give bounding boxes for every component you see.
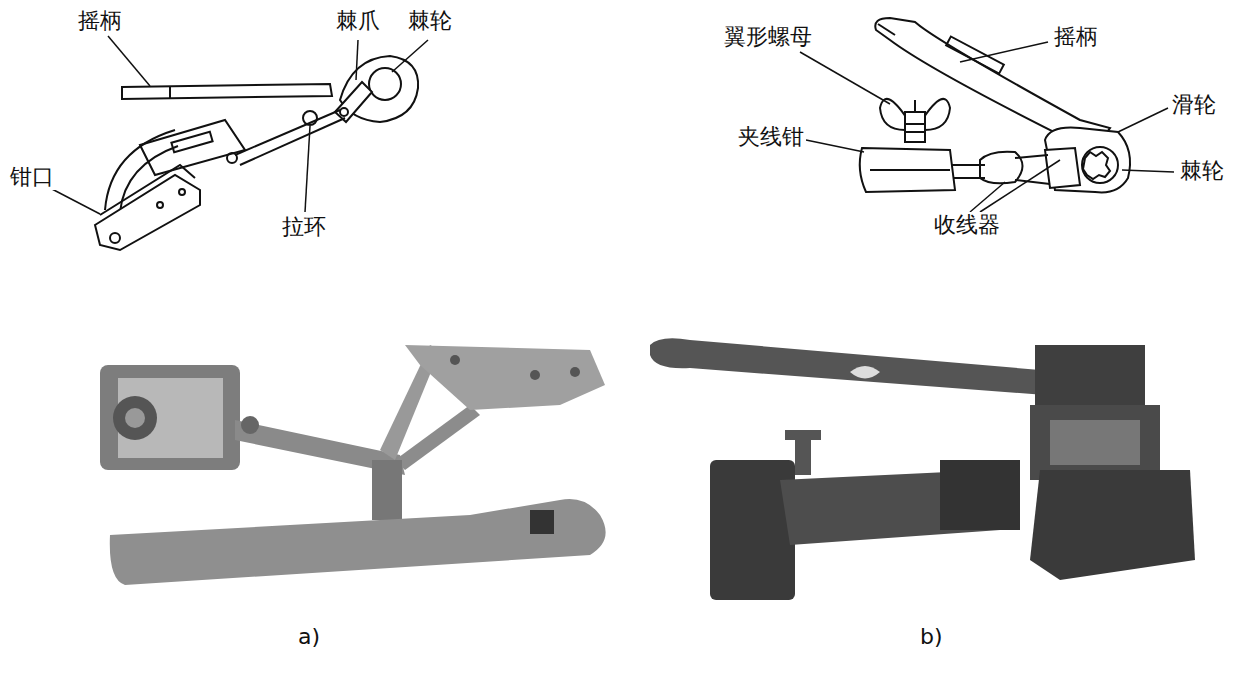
part-label: 拉环 [280, 214, 328, 240]
photo-b [650, 338, 1195, 600]
part-label: 钳口 [8, 164, 56, 190]
photo-a [100, 345, 606, 585]
line-drawing-a [95, 56, 418, 250]
leader-lines [50, 36, 1174, 214]
part-label: 棘爪 [334, 8, 382, 34]
part-label: 摇柄 [1052, 24, 1100, 50]
part-label: 翼形螺母 [722, 24, 814, 50]
part-label: 棘轮 [1178, 158, 1226, 184]
sub-figure-label: b) [918, 624, 945, 650]
part-label: 滑轮 [1170, 92, 1218, 118]
line-drawing-b [860, 18, 1130, 192]
part-label: 摇柄 [76, 8, 124, 34]
sub-figure-label: a) [296, 624, 322, 650]
part-label: 棘轮 [406, 8, 454, 34]
part-label: 夹线钳 [736, 124, 806, 150]
part-label: 收线器 [932, 212, 1002, 238]
